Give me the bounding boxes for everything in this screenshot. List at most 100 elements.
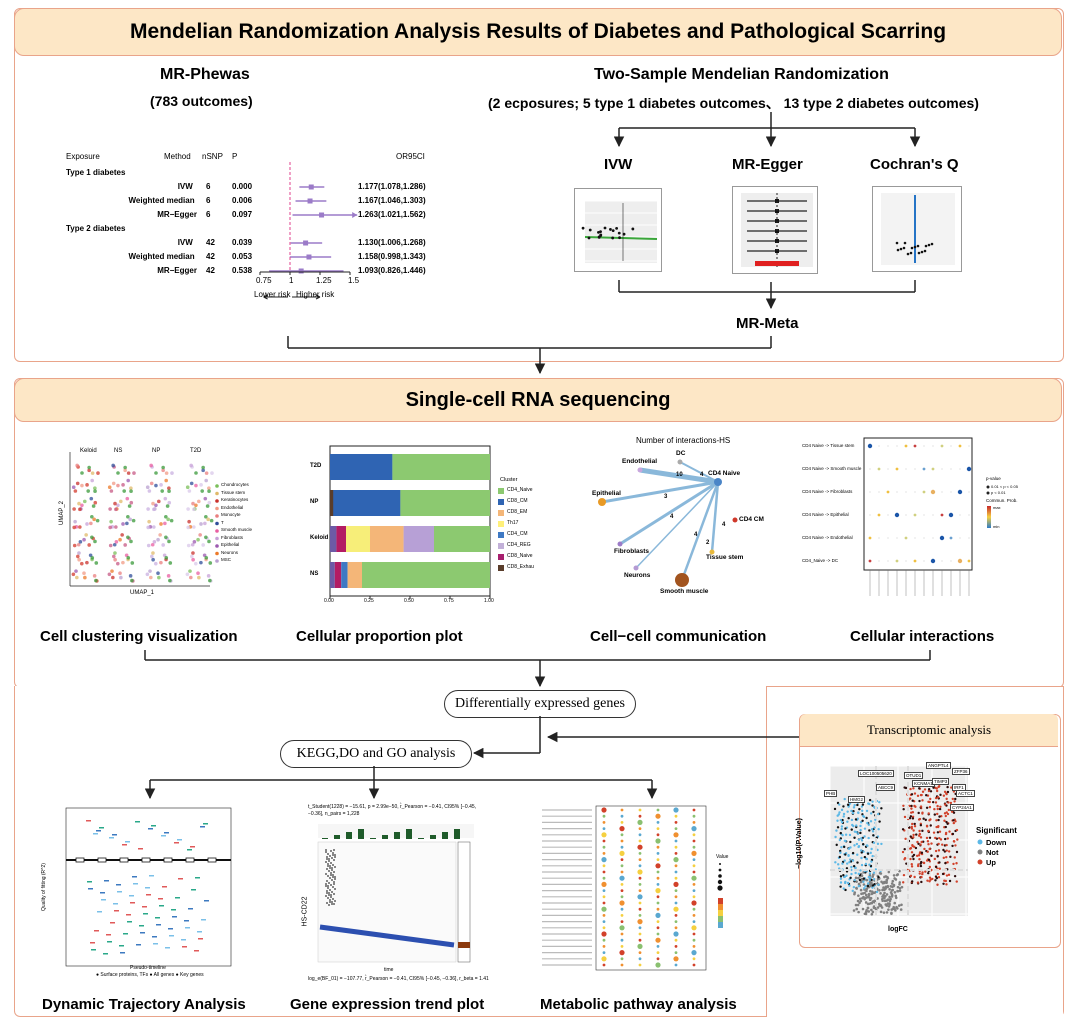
forest-or-text: 1.177(1.078,1.286) [358, 182, 426, 191]
umap-legend-item: MSC [221, 557, 231, 562]
interaction-dot [940, 444, 944, 448]
proportion-row-label: NS [310, 571, 319, 577]
interaction-row-label: CD4_Naive -> DC [802, 558, 839, 563]
kegg-box: KEGG,DO and GO analysis [280, 740, 472, 768]
interaction-dot [922, 490, 926, 494]
network-edge [679, 461, 719, 483]
forest-method: IVW [177, 238, 193, 247]
proportion-bar-segment [362, 562, 490, 588]
deg-box: Differentially expressed genes [444, 690, 636, 718]
network-node [677, 459, 683, 465]
transcriptomic-title: Transcriptomic analysis [800, 714, 1058, 747]
trend-ylabel: HS-CD22 [301, 896, 309, 927]
trajectory-plot: Quality of fitting (R^2) Pseudo-timeline… [41, 804, 236, 984]
forest-tick-1: 1 [289, 276, 294, 285]
bottom-caption: Dynamic Trajectory Analysis [42, 996, 246, 1013]
network-edge-label: 2 [706, 540, 710, 546]
cochran-label: Cochran's Q [870, 156, 959, 173]
interaction-legend2-title: Commun. Prob. [986, 498, 1018, 503]
volcano-legend-item: Up [986, 858, 996, 867]
forest-ci-arrow [352, 212, 358, 218]
metabolic-plot: Value [534, 802, 734, 987]
mr-phewas-title: MR-Phewas [160, 66, 250, 83]
forest-or-text: 1.158(0.998,1.343) [358, 252, 426, 261]
network-edge-label: 4 [700, 472, 704, 478]
proportion-bar-segment [347, 562, 362, 588]
interaction-legend-item: p < 0.01 [991, 490, 1006, 495]
trajectory-ylabel: Quality of fitting (R^2) [40, 863, 47, 911]
forest-or-text: 1.263(1.021,1.562) [358, 210, 426, 219]
umap-group-keloid: Keloid [80, 448, 97, 454]
network-node-label: CD4 CM [739, 516, 764, 523]
interaction-dot [967, 559, 971, 563]
umap-legend-item: Tissue stem [221, 489, 246, 495]
forest-header-or: OR95CI [396, 152, 425, 161]
network-title: Number of interactions-HS [636, 436, 731, 445]
umap-legend-item: Smooth muscle [221, 527, 253, 532]
trajectory-legend: ● Surface proteins, TFs ● All genes ● Ke… [96, 972, 204, 978]
interaction-dot [922, 467, 926, 471]
proportion-legend-item: CD8_Exhau [507, 564, 534, 570]
proportion-legend-item: Th17 [507, 520, 519, 526]
bottom-caption: Metabolic pathway analysis [540, 996, 737, 1013]
interaction-dot [966, 466, 972, 472]
proportion-row-label: Keloid [310, 535, 329, 541]
main-title: Mendelian Randomization Analysis Results… [14, 8, 1062, 56]
interaction-dot [957, 489, 963, 495]
network-node [598, 498, 606, 506]
proportion-legend-item: CD8_Naive [507, 553, 533, 559]
network-node-label: Neurons [624, 572, 651, 579]
forest-tick-0: 0.75 [256, 276, 272, 285]
network-node-label: DC [676, 450, 686, 457]
network-edge [710, 481, 720, 553]
forest-or-text: 1.130(1.006,1.268) [358, 238, 426, 247]
interaction-dot [913, 444, 917, 448]
volcano-legend-title: Significant [976, 826, 1017, 835]
proportion-tick: 1.00 [484, 598, 494, 604]
forest-group-label: Type 2 diabetes [66, 224, 126, 233]
interaction-dot [930, 489, 936, 495]
dotplot-svg [863, 437, 991, 596]
network-node [617, 541, 623, 547]
proportion-bar-segment [403, 526, 434, 552]
forest-point [303, 240, 309, 246]
proportion-bar-segment [341, 562, 348, 588]
interaction-legend2-max: max [993, 505, 1001, 510]
trend-xlabel: time [384, 967, 394, 973]
network-node-label: Endothelial [622, 458, 658, 465]
network-node [732, 517, 738, 523]
forest-point [298, 268, 304, 274]
forest-point [307, 198, 313, 204]
scrna-caption: Cellular proportion plot [296, 628, 463, 645]
proportion-legend-item: CD8_CM [507, 498, 528, 504]
interaction-dot [913, 513, 917, 517]
interaction-legend2-min: min [993, 524, 1000, 529]
network-svg [598, 459, 738, 587]
umap-group-np: NP [152, 448, 161, 454]
proportion-bar-segment [346, 526, 370, 552]
network-node-label: Tissue stem [706, 554, 744, 561]
metabolic-legend-title: Value [716, 854, 729, 860]
forest-point [306, 254, 312, 260]
network-node-label: CD4 Naive [708, 470, 741, 477]
forest-nsnp: 6 [206, 182, 211, 191]
proportion-tick: 0.00 [324, 598, 334, 604]
forest-method: Weighted median [128, 252, 195, 261]
proportion-legend-title: Cluster [500, 477, 518, 483]
umap-svg [69, 452, 219, 587]
network-node [675, 573, 689, 587]
trajectory-svg [65, 807, 232, 967]
interaction-dot [948, 512, 954, 518]
forest-p: 0.039 [232, 238, 253, 247]
trajectory-xlabel: Pseudo-timeline [130, 965, 166, 971]
proportion-bar-segment [330, 562, 335, 588]
umap-legend-item: Epithelial [221, 542, 240, 547]
forest-nsnp: 42 [206, 238, 215, 247]
forest-nsnp: 6 [206, 210, 211, 219]
interaction-dot [958, 444, 962, 448]
forest-or-text: 1.167(1.046,1.303) [358, 196, 426, 205]
scrna-title: Single-cell RNA sequencing [14, 378, 1062, 422]
forest-higher-risk: Higher risk [296, 290, 335, 299]
